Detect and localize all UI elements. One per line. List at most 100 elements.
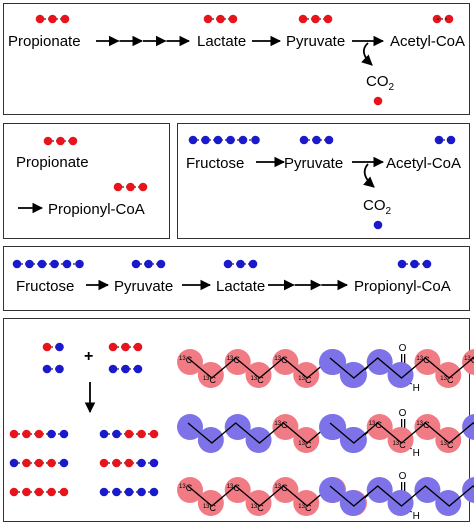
atom-highlight bbox=[224, 477, 251, 503]
carbon-dot bbox=[22, 487, 31, 497]
carbon-dot bbox=[133, 342, 143, 352]
isotope-label: 13C bbox=[274, 483, 288, 493]
carbon-dot bbox=[50, 259, 59, 269]
carbon-dot bbox=[137, 429, 146, 439]
hydrogen-label: H bbox=[413, 383, 420, 394]
label-acetyl-coa: Acetyl-CoA bbox=[386, 155, 462, 172]
hydrogen-label: H bbox=[413, 448, 420, 459]
label-propionate: Propionate bbox=[8, 33, 81, 50]
dots-propionyl-coa bbox=[113, 182, 148, 192]
dots-product bbox=[99, 458, 159, 468]
atom-highlight bbox=[272, 349, 299, 375]
carbon-dot bbox=[34, 458, 44, 468]
atom-highlight bbox=[319, 349, 345, 375]
carbon-dot bbox=[149, 429, 159, 439]
label-pyruvate: Pyruvate bbox=[286, 33, 346, 50]
chain-skeleton bbox=[187, 357, 404, 379]
carbon-dot bbox=[113, 182, 123, 192]
carbon-dot bbox=[108, 364, 118, 374]
atom-highlight bbox=[197, 427, 224, 453]
carbon-dot bbox=[131, 259, 141, 269]
carbon-dot-acetyl bbox=[446, 135, 456, 145]
carbon-dot bbox=[121, 364, 130, 374]
carbon-dot bbox=[226, 135, 235, 145]
carbon-dot bbox=[138, 182, 148, 192]
isotope-label: 13C bbox=[298, 440, 312, 450]
label-pyruvate: Pyruvate bbox=[284, 155, 344, 172]
carbon-dot bbox=[22, 429, 31, 439]
dots-input bbox=[42, 364, 64, 374]
carbon-dot bbox=[213, 135, 223, 145]
dots-product bbox=[9, 487, 69, 497]
isotope-label: 13C bbox=[251, 375, 265, 385]
chain-skeleton bbox=[329, 357, 474, 379]
carbon-dot bbox=[236, 259, 245, 269]
carbon-dot bbox=[121, 342, 130, 352]
fatty-acid-chains: OH13C13C13C13C13C13COH13C13C13C13COH13C1… bbox=[177, 343, 474, 522]
carbon-dot bbox=[59, 429, 69, 439]
carbon-dot bbox=[25, 259, 34, 269]
carbon-dot bbox=[124, 458, 134, 468]
atom-highlight bbox=[319, 477, 345, 503]
carbon-dot bbox=[35, 14, 45, 24]
label-propionyl-coa: Propionyl-CoA bbox=[48, 201, 145, 218]
dots-propionyl-coa bbox=[397, 259, 432, 269]
arrow-decarboxylation bbox=[361, 42, 373, 66]
isotope-label: 13C bbox=[274, 355, 288, 365]
carbon-dot bbox=[112, 429, 121, 439]
carbon-dot bbox=[149, 487, 159, 497]
carbon-dot bbox=[311, 14, 320, 24]
carbon-dot bbox=[48, 14, 57, 24]
carbon-dot bbox=[298, 14, 308, 24]
dots-lactate bbox=[223, 259, 258, 269]
panel-propionate-to-propionyl-coa: Propionate Propionyl-CoA bbox=[3, 123, 170, 239]
atom-highlight bbox=[387, 490, 414, 516]
carbon-dot bbox=[99, 429, 109, 439]
atom-highlight bbox=[272, 414, 299, 440]
dots-fructose bbox=[188, 135, 260, 145]
isotope-label: 13C bbox=[203, 375, 217, 385]
carbon-dot bbox=[144, 259, 153, 269]
dots-input bbox=[42, 342, 64, 352]
atom-highlight bbox=[339, 362, 366, 388]
dots-propionate bbox=[43, 136, 78, 146]
carbon-dot bbox=[22, 458, 31, 468]
isotope-label: 13C bbox=[416, 420, 430, 430]
oxygen-label: O bbox=[399, 471, 407, 482]
label-lactate: Lactate bbox=[216, 278, 266, 295]
carbon-dot bbox=[397, 259, 407, 269]
isotope-label: 13C bbox=[298, 503, 312, 513]
carbon-dot bbox=[112, 487, 121, 497]
atom-highlight bbox=[177, 414, 203, 440]
carbon-dot bbox=[99, 458, 109, 468]
atom-highlight bbox=[435, 490, 462, 516]
carbon-dot-groups bbox=[9, 14, 456, 497]
isotope-label: 13C bbox=[298, 375, 312, 385]
carbon-dot bbox=[112, 458, 121, 468]
arrow-decarboxylation bbox=[363, 163, 375, 188]
panel-propionate-to-acetyl-coa: Propionate Lactate Pyruvate Acetyl-CoA C… bbox=[3, 3, 470, 115]
carbon-dot bbox=[137, 458, 146, 468]
atom-highlight bbox=[414, 414, 441, 440]
isotope-label: 13C bbox=[203, 503, 217, 513]
carbon-dot bbox=[34, 429, 44, 439]
atom-highlight bbox=[177, 349, 203, 375]
carbon-dot bbox=[149, 458, 159, 468]
carbon-dot bbox=[156, 259, 166, 269]
carbon-dot bbox=[133, 364, 143, 374]
carbon-dot bbox=[9, 458, 19, 468]
dots-product bbox=[9, 429, 69, 439]
carbon-dot bbox=[201, 135, 210, 145]
isotope-label: 13C bbox=[227, 483, 241, 493]
carbon-dot bbox=[47, 487, 56, 497]
chain-skeleton bbox=[187, 485, 404, 507]
carbon-dot bbox=[248, 259, 258, 269]
panel-fructose-to-propionyl-coa: Fructose Pyruvate Lactate Propionyl-CoA bbox=[3, 246, 470, 311]
atom-highlight bbox=[366, 349, 393, 375]
carbon-dot bbox=[124, 487, 134, 497]
atom-highlight bbox=[245, 362, 272, 388]
carbon-dot bbox=[60, 14, 70, 24]
